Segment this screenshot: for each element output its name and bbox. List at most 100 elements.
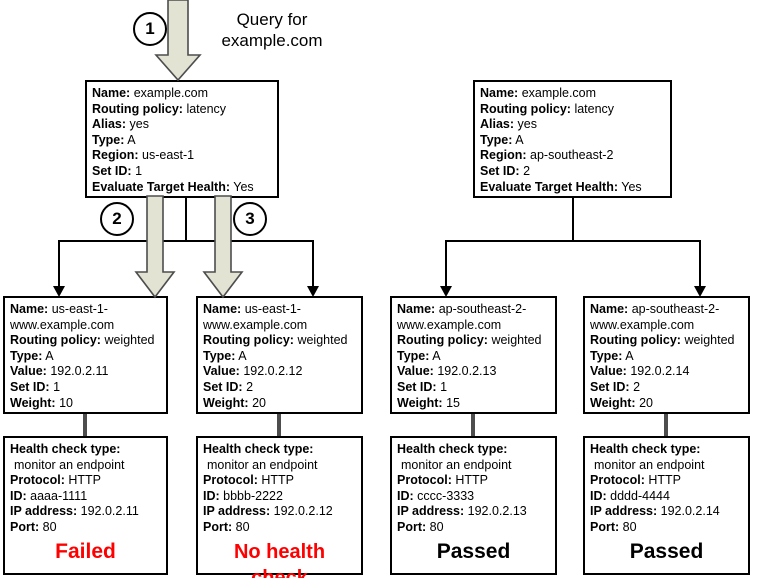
field-key: ID: bbox=[10, 488, 27, 503]
field-row: Set ID: 2 bbox=[590, 380, 743, 396]
field-key: Weight: bbox=[590, 395, 636, 410]
field-row: Value: 192.0.2.13 bbox=[397, 364, 550, 380]
health-check-cccc-3333[interactable]: Health check type: monitor an endpoint P… bbox=[390, 436, 557, 575]
field-row: IP address: 192.0.2.13 bbox=[397, 504, 550, 520]
arrowhead-right-2 bbox=[694, 286, 706, 297]
connector-record-to-healthcheck-1 bbox=[83, 414, 87, 436]
connector-stem-right bbox=[572, 198, 574, 242]
field-row: Value: 192.0.2.14 bbox=[590, 364, 743, 380]
field-value: 1 bbox=[135, 163, 143, 178]
field-row: Health check type: bbox=[10, 442, 161, 458]
field-key: Name: bbox=[203, 302, 242, 316]
arrowhead-right-1 bbox=[440, 286, 452, 297]
connector-branch-right-1 bbox=[445, 240, 447, 288]
field-row: Name: example.com bbox=[92, 86, 272, 102]
field-key: Value: bbox=[10, 364, 47, 379]
field-value: ap-southeast-2 bbox=[530, 148, 614, 163]
field-value: 192.0.2.12 bbox=[243, 364, 303, 379]
field-row: Health check type: bbox=[203, 442, 356, 458]
connector-bar-left bbox=[58, 240, 314, 242]
weighted-record-ap-southeast-2-2[interactable]: Name: ap-southeast-2-www.example.com Rou… bbox=[583, 296, 750, 414]
field-value: 2 bbox=[523, 163, 531, 178]
field-key: Set ID: bbox=[92, 163, 132, 178]
field-row: Type: A bbox=[10, 349, 161, 365]
field-value: HTTP bbox=[455, 473, 488, 488]
weighted-record-ap-southeast-2-1[interactable]: Name: ap-southeast-2-www.example.com Rou… bbox=[390, 296, 557, 414]
field-key: Value: bbox=[203, 364, 240, 379]
health-check-aaaa-1111[interactable]: Health check type: monitor an endpoint P… bbox=[3, 436, 168, 575]
field-row: Type: A bbox=[480, 133, 665, 149]
field-key: Set ID: bbox=[203, 379, 243, 394]
field-value: ap-southeast-2-www.example.com bbox=[590, 302, 720, 332]
step-badge-1: 1 bbox=[133, 12, 167, 46]
field-row-name: Name: us-east-1-www.example.com bbox=[10, 302, 161, 333]
response-arrow-3 bbox=[202, 195, 244, 299]
field-key: Set ID: bbox=[397, 379, 437, 394]
field-key: Protocol: bbox=[397, 473, 452, 488]
field-value: example.com bbox=[133, 86, 209, 100]
alias-record-ap-southeast-2[interactable]: Name: example.com Routing policy: latenc… bbox=[473, 80, 672, 198]
field-value: example.com bbox=[521, 86, 597, 100]
field-value: HTTP bbox=[68, 473, 101, 488]
field-row: Port: 80 bbox=[397, 520, 550, 536]
alias-record-us-east-1[interactable]: Name: example.com Routing policy: latenc… bbox=[85, 80, 279, 198]
field-key: IP address: bbox=[203, 504, 271, 519]
field-value: 10 bbox=[59, 395, 73, 410]
field-row: ID: aaaa-1111 bbox=[10, 489, 161, 505]
field-value: A bbox=[127, 132, 136, 147]
query-caption-line-2: example.com bbox=[221, 31, 323, 50]
field-key: Name: bbox=[10, 302, 49, 316]
field-row: Protocol: HTTP bbox=[397, 473, 550, 489]
field-value: 80 bbox=[42, 519, 57, 534]
field-value: 192.0.2.14 bbox=[660, 504, 720, 519]
field-value: 192.0.2.11 bbox=[50, 364, 109, 379]
field-row: ID: dddd-4444 bbox=[590, 489, 743, 505]
field-value: 80 bbox=[429, 519, 444, 534]
field-key: Weight: bbox=[10, 395, 56, 410]
field-key: Weight: bbox=[397, 395, 443, 410]
field-value: A bbox=[625, 348, 634, 363]
response-arrow-2 bbox=[134, 195, 176, 299]
field-value: HTTP bbox=[261, 473, 294, 488]
field-key: Set ID: bbox=[480, 163, 520, 178]
weighted-record-us-east-1-2[interactable]: Name: us-east-1-www.example.com Routing … bbox=[196, 296, 363, 414]
field-value: HTTP bbox=[648, 473, 681, 488]
field-row: IP address: 192.0.2.12 bbox=[203, 504, 356, 520]
field-key: Protocol: bbox=[10, 473, 65, 488]
field-value: us-east-1-www.example.com bbox=[203, 302, 308, 332]
field-value: 192.0.2.14 bbox=[630, 364, 690, 379]
field-value: 192.0.2.13 bbox=[437, 364, 497, 379]
field-key: Name: bbox=[397, 302, 436, 316]
field-row: Health check type: bbox=[397, 442, 550, 458]
field-row: monitor an endpoint bbox=[397, 458, 550, 474]
health-check-bbbb-2222[interactable]: Health check type: monitor an endpoint P… bbox=[196, 436, 363, 578]
field-row: Port: 80 bbox=[203, 520, 356, 536]
field-value: cccc-3333 bbox=[417, 488, 475, 503]
step-badge-2: 2 bbox=[100, 202, 134, 236]
field-value: latency bbox=[186, 101, 227, 116]
field-row: Evaluate Target Health: Yes bbox=[480, 180, 665, 196]
health-check-dddd-4444[interactable]: Health check type: monitor an endpoint P… bbox=[583, 436, 750, 575]
field-value: 15 bbox=[446, 395, 460, 410]
field-row: Routing policy: weighted bbox=[10, 333, 161, 349]
field-value: monitor an endpoint bbox=[14, 457, 125, 472]
field-value: 20 bbox=[639, 395, 653, 410]
field-value: 2 bbox=[633, 379, 641, 394]
field-row: Routing policy: weighted bbox=[590, 333, 743, 349]
field-key: IP address: bbox=[397, 504, 465, 519]
weighted-record-us-east-1-1[interactable]: Name: us-east-1-www.example.com Routing … bbox=[3, 296, 168, 414]
field-key: Routing policy: bbox=[397, 333, 488, 348]
field-value: 192.0.2.12 bbox=[273, 504, 333, 519]
field-value: A bbox=[432, 348, 441, 363]
field-key: Health check type: bbox=[397, 442, 508, 456]
field-value: monitor an endpoint bbox=[207, 457, 318, 472]
query-arrow-1 bbox=[154, 0, 202, 82]
field-key: Routing policy: bbox=[203, 333, 294, 348]
field-value: Yes bbox=[621, 179, 642, 194]
field-value: 20 bbox=[252, 395, 266, 410]
field-row: ID: cccc-3333 bbox=[397, 489, 550, 505]
field-row: Alias: yes bbox=[92, 117, 272, 133]
query-caption: Query for example.com bbox=[196, 9, 348, 51]
field-value: monitor an endpoint bbox=[401, 457, 512, 472]
connector-bar-right bbox=[445, 240, 701, 242]
